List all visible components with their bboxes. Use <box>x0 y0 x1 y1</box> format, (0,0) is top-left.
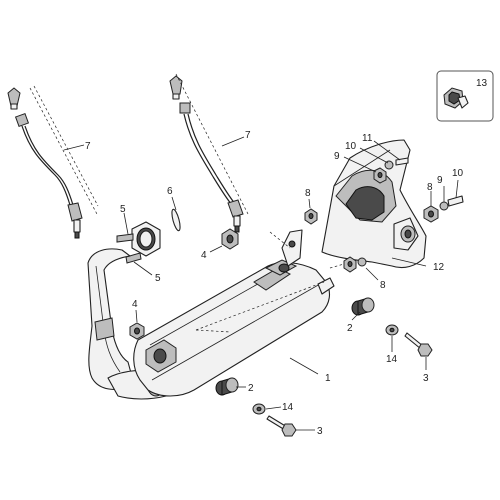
callout-4b: 4 <box>132 299 138 310</box>
washer-lower <box>252 403 266 415</box>
callout-2b: 2 <box>347 323 353 334</box>
callout-7a: 7 <box>85 141 91 152</box>
inset-label: 13 <box>476 78 488 89</box>
callout-1: 1 <box>325 373 331 384</box>
shield-fastener-right <box>423 195 464 223</box>
mounting-bracket <box>281 229 303 267</box>
exhaust-flange <box>116 221 161 264</box>
callout-10a: 10 <box>345 141 357 152</box>
shield-fastener-upper <box>373 157 409 184</box>
rubber-bushing-upper <box>351 297 375 316</box>
callout-14b: 14 <box>386 354 398 365</box>
nut-lower <box>129 322 145 340</box>
callout-5b: 5 <box>155 273 161 284</box>
spacer-upper <box>304 208 318 225</box>
callout-8b: 8 <box>380 280 386 291</box>
callout-6: 6 <box>167 186 173 197</box>
callout-3a: 3 <box>317 426 323 437</box>
washer-upper <box>385 324 399 336</box>
spacer-lower <box>343 256 367 273</box>
oxygen-sensor-right <box>169 75 244 233</box>
callout-7b: 7 <box>245 130 251 141</box>
clamp-nut-icon <box>443 87 469 109</box>
callout-14a: 14 <box>282 402 294 413</box>
nut-upper <box>221 228 239 250</box>
callout-3b: 3 <box>423 373 429 384</box>
callout-11b: 10 <box>452 168 464 179</box>
oxygen-sensor-left <box>7 87 83 239</box>
callout-10b: 9 <box>437 175 443 186</box>
heat-shield <box>321 139 427 269</box>
callout-11a: 11 <box>362 133 373 144</box>
callout-2a: 2 <box>248 383 254 394</box>
bolt-upper <box>404 332 433 357</box>
callout-9b: 8 <box>427 182 433 193</box>
callout-5a: 5 <box>120 204 126 215</box>
callout-8a: 8 <box>305 188 311 199</box>
leader-7a <box>63 144 85 151</box>
leader-7b <box>221 136 245 147</box>
gasket <box>171 208 181 232</box>
callout-9a: 9 <box>334 151 340 162</box>
muffler-body <box>133 259 335 397</box>
callout-4a: 4 <box>201 250 207 261</box>
sensor-left-guide <box>29 87 99 217</box>
rubber-bushing-lower <box>215 377 239 396</box>
inset-part-13: 13 <box>436 70 494 122</box>
bolt-lower <box>266 415 297 437</box>
callout-12: 12 <box>433 262 445 273</box>
